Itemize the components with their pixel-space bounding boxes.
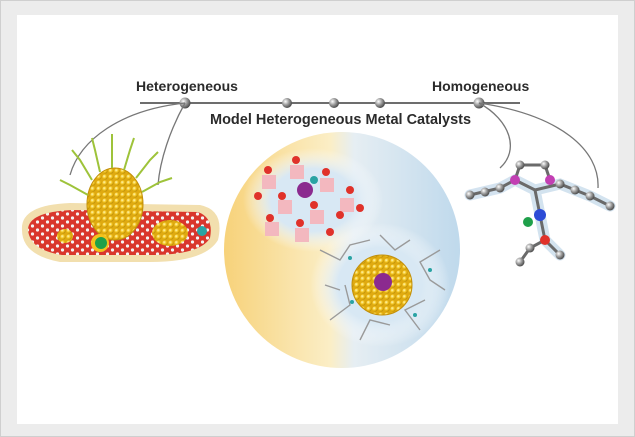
axis-node — [375, 98, 385, 108]
connector-arc — [69, 102, 186, 176]
oxide-cluster-illustration — [243, 148, 383, 252]
heterogeneous-catalyst-illustration — [21, 134, 220, 262]
gold-nanocluster-illustration — [310, 223, 450, 347]
heterogeneous-label: Heterogeneous — [136, 78, 238, 94]
axis-node — [329, 98, 339, 108]
homogeneous-complex-illustration — [464, 160, 616, 267]
homogeneous-label: Homogeneous — [432, 78, 530, 94]
connector-arc — [157, 102, 186, 186]
axis-node — [282, 98, 292, 108]
model-catalysts-title: Model Heterogeneous Metal Catalysts — [210, 112, 472, 128]
connector-arc — [478, 102, 599, 189]
connector-arc — [478, 102, 511, 169]
